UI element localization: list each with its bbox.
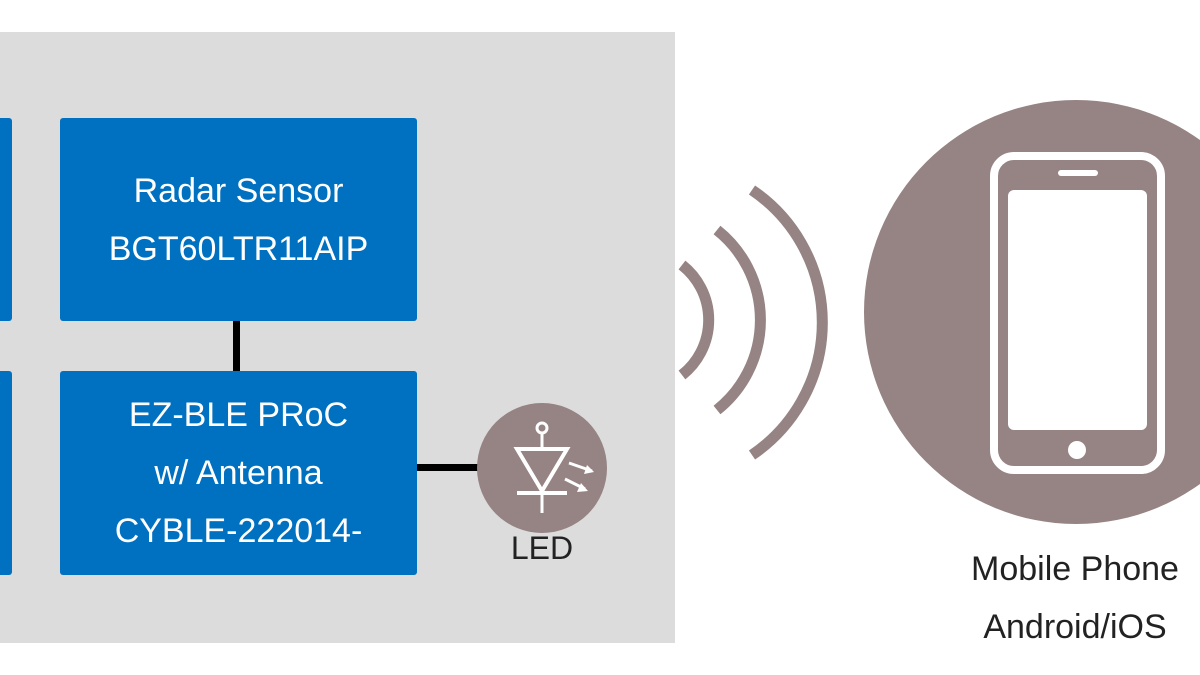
phone-label-line2: Android/iOS bbox=[983, 608, 1167, 646]
ez-ble-proc-block: EZ-BLE PRoC w/ Antenna CYBLE-222014- bbox=[60, 371, 417, 575]
wireless-signal-icon bbox=[678, 185, 828, 460]
led-label: LED bbox=[510, 530, 574, 566]
ble-antenna: w/ Antenna bbox=[154, 454, 323, 492]
led-icon bbox=[513, 421, 594, 513]
radar-sensor-block: Radar Sensor BGT60LTR11AIP bbox=[60, 118, 417, 321]
radar-sensor-part-number: BGT60LTR11AIP bbox=[108, 229, 369, 268]
connector-ble-to-led bbox=[417, 464, 479, 471]
block-left-top-partial bbox=[0, 118, 12, 321]
phone-label: Mobile Phone Android/iOS bbox=[930, 540, 1200, 656]
led-circle bbox=[477, 403, 607, 533]
smartphone-icon bbox=[990, 152, 1165, 474]
phone-label-line1: Mobile Phone bbox=[971, 550, 1179, 588]
block-left-bottom-partial bbox=[0, 371, 12, 575]
ble-title: EZ-BLE PRoC bbox=[128, 396, 349, 434]
radar-sensor-title: Radar Sensor bbox=[133, 171, 344, 210]
ble-part-number: CYBLE-222014- bbox=[114, 512, 363, 550]
connector-radar-to-ble bbox=[233, 321, 240, 371]
